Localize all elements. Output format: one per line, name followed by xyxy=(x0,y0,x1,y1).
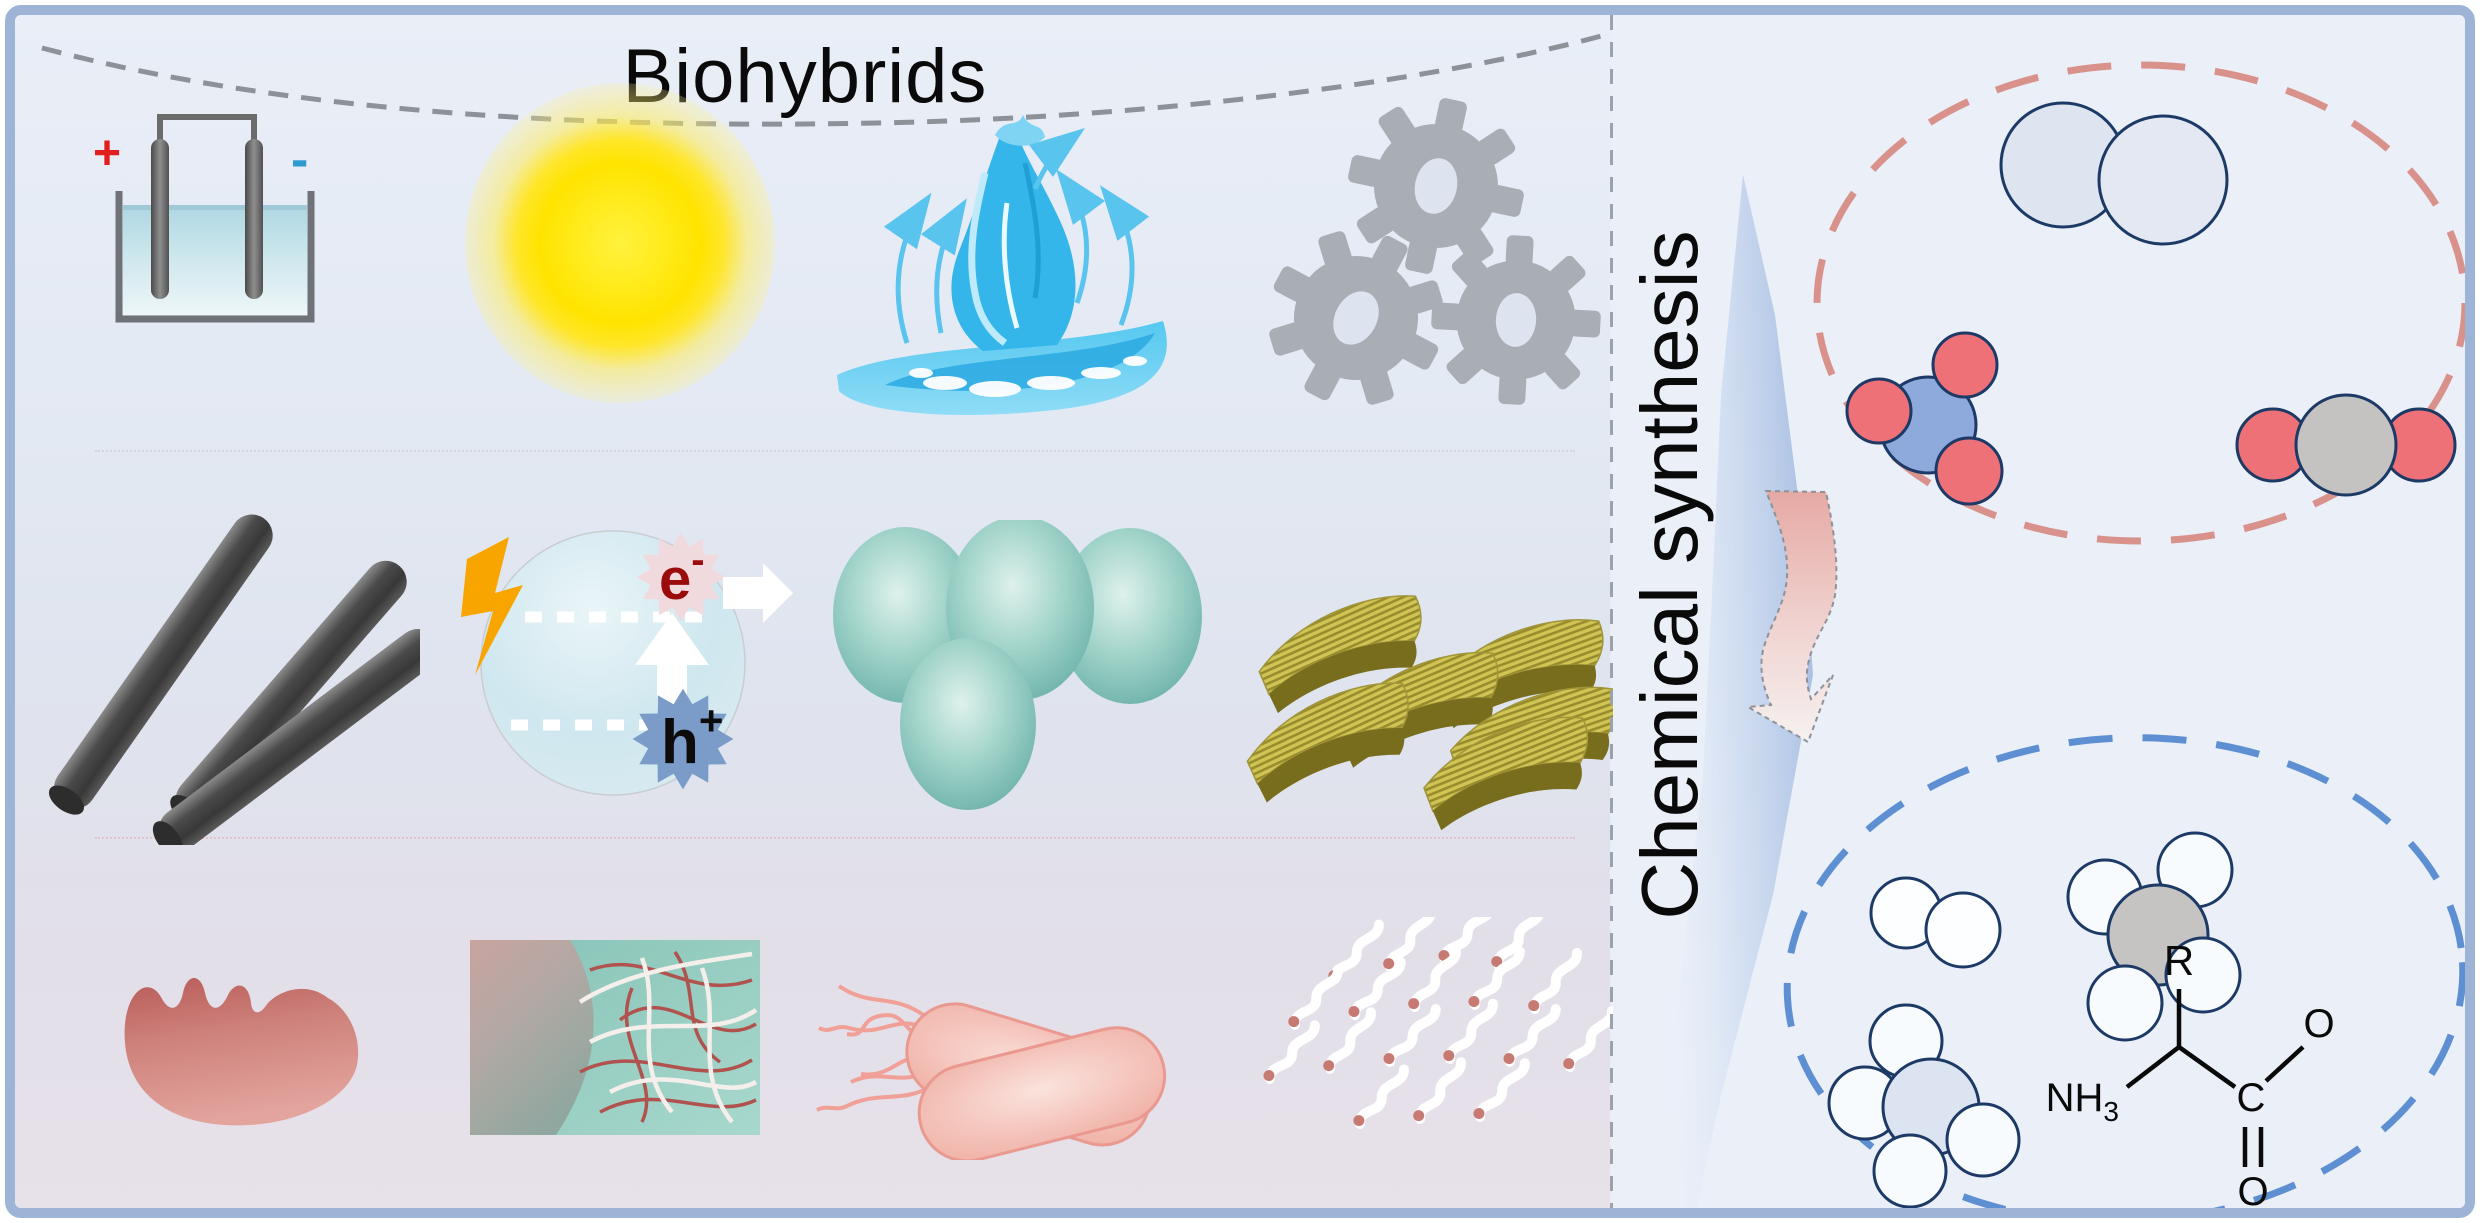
methane-molecule-icon xyxy=(2066,831,2242,1042)
chemical-synthesis-title: Chemical synthesis xyxy=(1625,230,1714,920)
hydrogen-molecule-icon xyxy=(1869,876,2002,969)
nanoparticle xyxy=(900,638,1036,810)
product-dashed-ellipse xyxy=(1783,734,2465,1208)
figure-frame: Biohybrids + - xyxy=(5,5,2475,1218)
reaction-arrow-icon xyxy=(1744,489,1838,744)
gears-icon xyxy=(1260,90,1620,435)
enzyme-icon xyxy=(95,943,385,1148)
enzyme-blob xyxy=(124,978,359,1126)
nanorod xyxy=(48,514,273,815)
chemical-synthesis-panel: R NH3 C O O Chemical synthesis xyxy=(1613,15,2465,1208)
protein-nanowires-icon xyxy=(1240,917,1630,1162)
bacterium-icon xyxy=(813,940,1198,1160)
biohybrids-panel: Biohybrids + - xyxy=(15,15,1623,1208)
carbon-nanotubes-icon xyxy=(35,510,420,845)
nitrite-molecule-icon xyxy=(1845,331,2004,506)
oxygen-double-label: O xyxy=(2237,1170,2268,1214)
amine-label: NH3 xyxy=(2046,1076,2119,1127)
nanosheets-icon xyxy=(1230,565,1625,830)
photocatalyst-particle-icon: e- h+ xyxy=(455,515,845,825)
white-fibers xyxy=(578,951,758,1124)
amino-acid-bonds xyxy=(2125,989,2305,1167)
water-splash-icon xyxy=(825,93,1175,433)
electron-transfer-arrow xyxy=(723,563,793,623)
top-dashed-curve xyxy=(41,32,1606,127)
amino-acid-structure-icon: R NH3 C O O xyxy=(2046,937,2335,1214)
carbon-label: C xyxy=(2237,1076,2266,1120)
lightning-icon xyxy=(461,537,523,675)
foam xyxy=(909,356,1147,397)
anode-electrode xyxy=(151,139,169,299)
wire xyxy=(157,114,257,143)
rising-arrows xyxy=(883,127,1150,344)
beaker xyxy=(115,191,315,323)
cathode-electrode xyxy=(245,139,263,299)
electrolyte xyxy=(123,205,307,315)
anode-label: + xyxy=(93,127,121,180)
metal-nanoparticles-icon xyxy=(830,520,1210,815)
row-separator-1 xyxy=(95,450,1575,452)
electrochemical-cell-icon: + - xyxy=(85,103,345,358)
nanosheet xyxy=(1237,678,1422,806)
nanoparticle xyxy=(1058,528,1202,704)
sun-icon xyxy=(465,83,775,403)
nanorod xyxy=(152,629,420,845)
oxygen-single-label: O xyxy=(2303,1002,2334,1046)
matrix-blob xyxy=(470,940,594,1135)
side-chain-label: R xyxy=(2164,937,2194,984)
cathode-label: - xyxy=(291,131,308,189)
fiber-matrix-icon xyxy=(470,940,760,1135)
nanowire-array xyxy=(1261,917,1614,1129)
hole-label: h+ xyxy=(661,697,723,777)
nanosheet xyxy=(1416,713,1598,830)
right-panel-art: R NH3 C O O xyxy=(1645,61,2465,1214)
nitrogen-molecule-icon xyxy=(1999,101,2229,246)
ammonia-molecule-icon xyxy=(1827,1003,2021,1208)
electron-label: e- xyxy=(659,538,705,612)
panel-divider xyxy=(1610,15,1613,1208)
carbon-dioxide-molecule-icon xyxy=(2235,393,2457,497)
gradient-wedge xyxy=(1645,175,1813,1208)
row-separator-2 xyxy=(95,837,1575,839)
gear-bottom-right xyxy=(1427,231,1605,409)
excitation-arrow xyxy=(635,613,709,737)
